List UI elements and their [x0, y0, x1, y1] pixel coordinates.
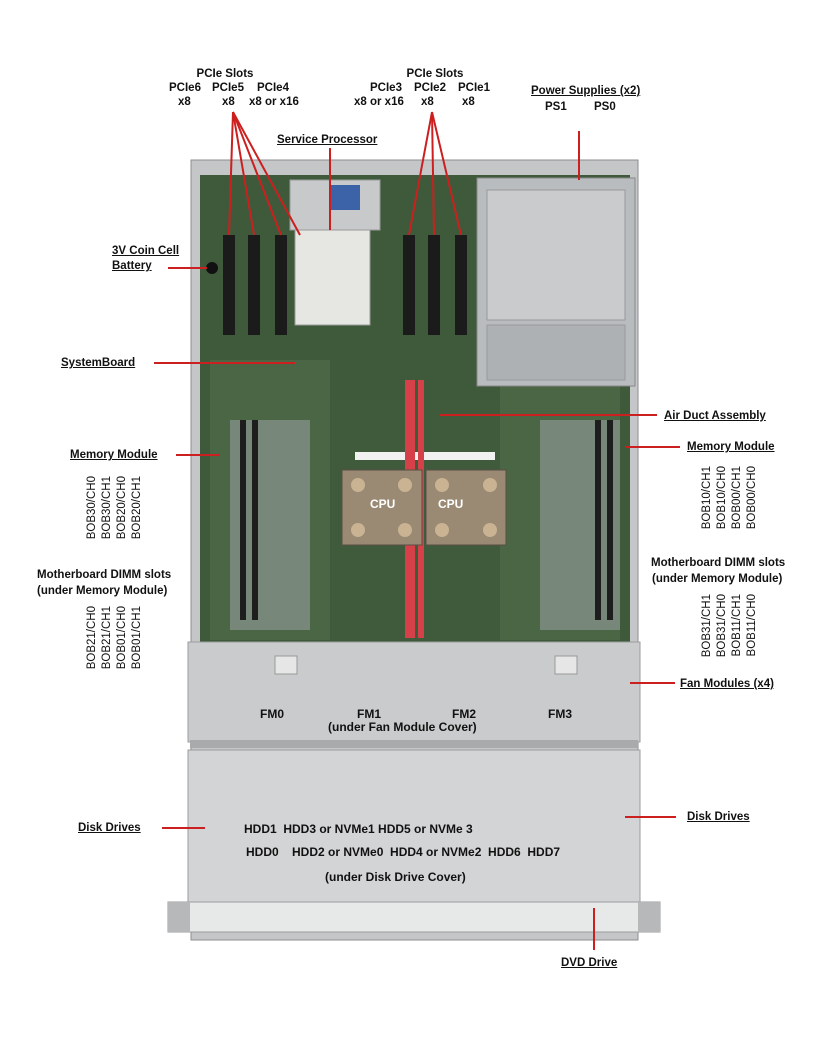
disk-row-1: HDD1 HDD3 or NVMe1 HDD5 or NVMe 3: [244, 822, 473, 836]
dimm-left-lower-3: BOB01/CH1: [131, 606, 143, 670]
memory-module-right: [540, 420, 620, 630]
pcie3-slot: [403, 235, 415, 335]
pcie1-label: PCIe1: [458, 82, 490, 94]
service-processor-label: Service Processor: [277, 134, 378, 146]
pcie2-slot: [428, 235, 440, 335]
pcie4-slot: [275, 235, 287, 335]
pcie6-width: x8: [178, 96, 191, 108]
fan-modules-label: Fan Modules (x4): [680, 678, 774, 690]
dimm-right-upper-3: BOB00/CH0: [746, 466, 758, 530]
dimm-left-lower-0: BOB21/CH0: [86, 606, 98, 670]
pcie1-width: x8: [462, 96, 475, 108]
system-board-label: SystemBoard: [61, 357, 136, 369]
air-duct-label: Air Duct Assembly: [664, 410, 766, 422]
cpu0-label: CPU: [370, 497, 396, 511]
air-duct-assembly: [355, 452, 495, 460]
pcie4-label: PCIe4: [257, 82, 289, 94]
dimm-left-lower-2: BOB01/CH0: [116, 606, 128, 670]
dimm-left-upper-0: BOB30/CH0: [86, 476, 98, 540]
pcie3-label: PCIe3: [370, 82, 402, 94]
fm3-label: FM3: [548, 707, 572, 721]
dimm-right-lower-3: BOB11/CH0: [746, 594, 758, 657]
disk-cover-note: (under Disk Drive Cover): [325, 870, 466, 884]
dimm-left-upper-3: BOB20/CH1: [131, 476, 143, 540]
pcie-left-title: PCIe Slots: [196, 68, 254, 80]
dimm-slots-left-line2: (under Memory Module): [37, 585, 168, 597]
pcie2-width: x8: [421, 96, 434, 108]
dimm-right-upper-0: BOB10/CH1: [701, 466, 713, 530]
fm0-label: FM0: [260, 707, 284, 721]
power-supplies-title: Power Supplies (x2): [531, 85, 641, 97]
dimm-right-upper-1: BOB10/CH0: [716, 466, 728, 530]
pcie1-slot: [455, 235, 467, 335]
ps0-label: PS0: [594, 101, 616, 113]
cpu1-label: CPU: [438, 497, 464, 511]
pcie6-slot: [223, 235, 235, 335]
ps1-label: PS1: [545, 101, 567, 113]
pcie2-label: PCIe2: [414, 82, 446, 94]
dimm-left-upper-1: BOB30/CH1: [101, 476, 113, 540]
memory-module-right-label: Memory Module: [687, 441, 775, 453]
coin-cell-battery: [206, 262, 218, 274]
pcie6-label: PCIe6: [169, 82, 201, 94]
dimm-slots-left-line1: Motherboard DIMM slots: [37, 569, 172, 581]
pcie-right-title: PCIe Slots: [406, 68, 464, 80]
dimm-left-upper-2: BOB20/CH0: [116, 476, 128, 540]
dimm-slots-right-line1: Motherboard DIMM slots: [651, 557, 786, 569]
fan-cover-note: (under Fan Module Cover): [328, 720, 477, 734]
pcie5-width: x8: [222, 96, 235, 108]
dimm-right-lower-0: BOB31/CH1: [701, 594, 713, 658]
coin-cell-label-1: 3V Coin Cell: [112, 245, 180, 257]
dimm-slots-right-line2: (under Memory Module): [652, 573, 783, 585]
pcie3-width: x8 or x16: [354, 96, 404, 108]
disk-drives-left-label: Disk Drives: [78, 822, 141, 834]
memory-module-left-label: Memory Module: [70, 449, 158, 461]
fm1-label: FM1: [357, 707, 381, 721]
front-bezel: [167, 901, 661, 933]
pcie4-width: x8 or x16: [249, 96, 299, 108]
disk-row-2: HDD0 HDD2 or NVMe0 HDD4 or NVMe2 HDD6 HD…: [246, 845, 561, 859]
dimm-right-upper-2: BOB00/CH1: [731, 466, 743, 530]
dimm-right-lower-2: BOB11/CH1: [731, 594, 743, 657]
pcie5-slot: [248, 235, 260, 335]
disk-drive-cover: [187, 749, 641, 903]
disk-drives-right-label: Disk Drives: [687, 811, 750, 823]
dimm-right-lower-1: BOB31/CH0: [716, 594, 728, 658]
fm2-label: FM2: [452, 707, 476, 721]
service-processor-card: [294, 229, 371, 326]
dvd-drive-label: DVD Drive: [561, 957, 618, 969]
pcie5-label: PCIe5: [212, 82, 244, 94]
dimm-left-lower-1: BOB21/CH1: [101, 606, 113, 670]
coin-cell-label-2: Battery: [112, 260, 152, 272]
